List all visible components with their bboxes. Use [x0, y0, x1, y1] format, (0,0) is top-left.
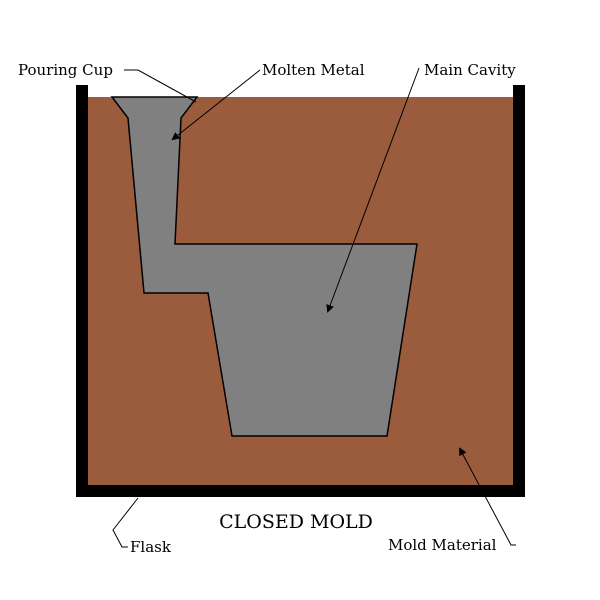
label-main-cavity: Main Cavity [424, 61, 516, 79]
label-pouring-cup: Pouring Cup [18, 61, 113, 79]
mold-material-leader [459, 447, 516, 546]
pouring-cup-leader [124, 69, 197, 103]
label-mold-material: Mold Material [388, 536, 497, 554]
diagram-title: CLOSED MOLD [219, 511, 373, 533]
molten-metal-shape [110, 96, 418, 437]
label-molten-metal: Molten Metal [262, 61, 365, 79]
label-flask: Flask [130, 538, 172, 556]
molten-metal-leader [171, 69, 261, 141]
flask-leader [112, 497, 139, 548]
main-cavity-leader [326, 67, 420, 313]
